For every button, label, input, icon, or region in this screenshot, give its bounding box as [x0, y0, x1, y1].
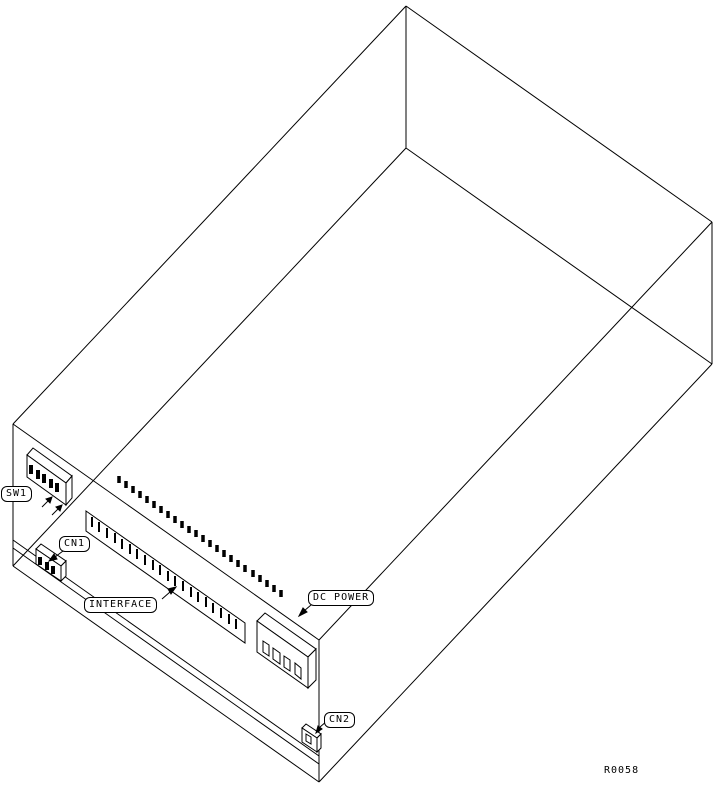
chassis-top-face: [12, 5, 713, 641]
sw1-dip-switch: [26, 447, 73, 516]
leader-arrows: [47, 550, 328, 735]
drawing-number: R0058: [604, 765, 640, 776]
cn1-leader-arrow: [47, 550, 64, 562]
label-cn2: CN2: [324, 712, 356, 728]
chassis-bottom-face: [12, 147, 713, 783]
label-sw1: SW1: [1, 486, 33, 502]
dc-power-pins: [262, 640, 302, 681]
cn2-pin: [305, 733, 312, 745]
pin-header-row: [117, 476, 283, 597]
sw1-toggles: [29, 465, 59, 492]
sw1-front-face: [26, 454, 67, 506]
cn2-right-face: [316, 732, 322, 754]
interface-edge-connector: [85, 510, 246, 644]
label-interface: INTERFACE: [84, 597, 158, 613]
cn1-pins: [38, 557, 55, 574]
chassis-wireframe: [12, 5, 713, 783]
cn2-connector: [301, 723, 322, 754]
label-dc-power: DC POWER: [308, 590, 375, 606]
dc-power-connector: [256, 612, 317, 690]
switch-direction-arrows: [41, 496, 63, 516]
chassis-vertical-edges: [12, 6, 713, 782]
interface-connector-fingers: [91, 517, 237, 629]
dc-power-leader-arrow: [297, 604, 312, 618]
label-cn1: CN1: [59, 536, 91, 552]
cn1-connector: [35, 543, 67, 583]
interface-connector-body: [85, 510, 246, 644]
interface-leader-arrow: [161, 586, 178, 600]
